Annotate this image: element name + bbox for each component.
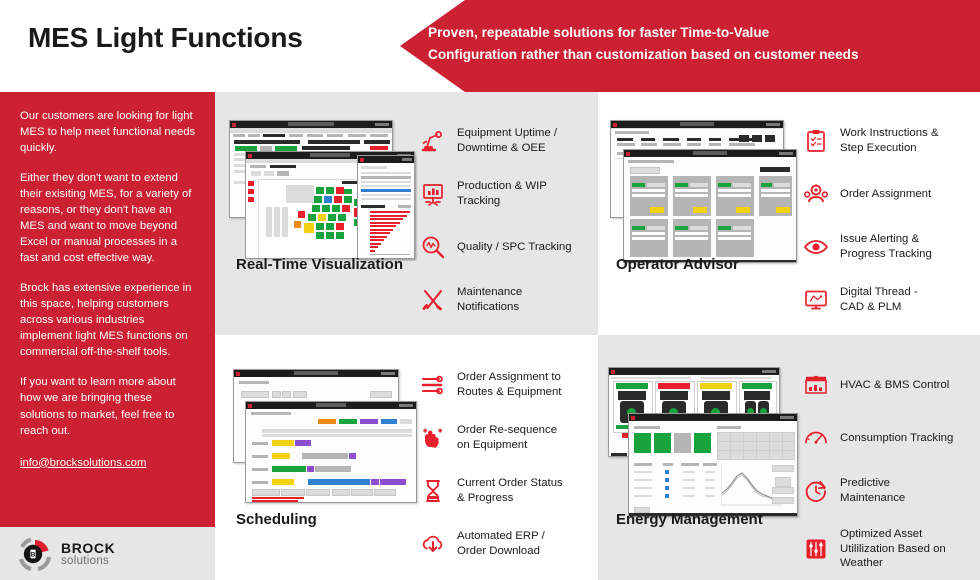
feature-item: Digital Thread - CAD & PLM [803,283,980,317]
feature-label: HVAC & BMS Control [840,378,950,391]
feature-item: Order Re-sequence on Equipment [420,421,598,455]
feature-label: Maintenance Notifications [457,286,523,313]
page-header: MES Light Functions Proven, repeatable s… [0,0,980,92]
robot-arm-icon [420,128,446,154]
quadrant-title-real-time-visualization: Real-Time Visualization [236,256,403,273]
screenshot-scheduling-gantt [245,401,417,503]
feature-list-real-time-visualization: Equipment Uptime / Downtime & OEE Produc… [420,124,598,317]
person-gear-icon [803,181,829,207]
feature-label: Predictive Maintenance [840,477,906,504]
feature-item: Optimized Asset Utililization Based on W… [803,527,980,571]
feature-label: Current Order Status & Progress [457,477,563,504]
feature-item: Consumption Tracking [803,421,980,455]
clock-arrow-icon [803,478,829,504]
logo-name-top: BROCK [61,539,116,556]
feature-label: Automated ERP / Order Download [457,530,545,557]
quadrant-title-operator-advisor: Operator Advisor [616,256,739,273]
header-red-banner [400,0,980,92]
hourglass-icon [420,478,446,504]
quadrant-title-energy-management: Energy Management [616,511,763,528]
sidebar: Our customers are looking for light MES … [0,92,215,527]
feature-label: Order Re-sequence on Equipment [457,424,558,451]
feature-item: Equipment Uptime / Downtime & OEE [420,124,598,158]
magnifier-waveform-icon [420,234,446,260]
feature-item: Quality / SPC Tracking [420,230,598,264]
sidebar-paragraph-3: Brock has extensive experience in this s… [20,282,192,359]
cloud-download-icon [420,531,446,557]
screenshot-machine-status-dashboard [623,149,797,263]
feature-item: Predictive Maintenance [803,474,980,508]
brock-logo-mark-icon: B [18,537,52,572]
feature-item: Issue Alerting & Progress Tracking [803,230,980,264]
brock-solutions-logo: B BROCK solutions [18,537,116,572]
clipboard-checklist-icon [803,128,829,154]
equalizer-icon [803,536,829,562]
feature-item: Automated ERP / Order Download [420,527,598,561]
header-tagline-line1: Proven, repeatable solutions for faster … [428,25,770,40]
monitor-cad-icon [803,287,829,313]
feature-label: Digital Thread - CAD & PLM [840,286,918,313]
feature-item: Current Order Status & Progress [420,474,598,508]
feature-item: Production & WIP Tracking [420,177,598,211]
feature-label: Production & WIP Tracking [457,180,547,207]
screenshot-pareto-chart [357,155,415,259]
quadrant-scheduling: Scheduling Order Assignment to Routes & … [215,335,598,580]
feature-label: Work Instructions & Step Execution [840,127,939,154]
gauge-icon [803,425,829,451]
header-tagline-line2: Configuration rather than customization … [428,47,859,63]
logo-name-bottom: solutions [61,554,110,567]
feature-item: Work Instructions & Step Execution [803,124,980,158]
feature-label: Consumption Tracking [840,431,954,444]
feature-list-energy-management: HVAC & BMS Control Consumption Tracking [803,368,980,571]
quadrant-energy-management: Energy Management HVAC & BMS Control [598,335,980,580]
logo-letter: B [31,551,36,558]
feature-label: Optimized Asset Utililization Based on W… [840,528,946,570]
sidebar-paragraph-4: If you want to learn more about how we a… [20,376,176,437]
logo-band: B BROCK solutions [0,527,215,580]
contact-email-link[interactable]: info@brocksolutions.com [20,456,147,469]
feature-list-scheduling: Order Assignment to Routes & Equipment O… [420,368,598,561]
feature-label: Quality / SPC Tracking [457,240,572,253]
feature-label: Issue Alerting & Progress Tracking [840,233,932,260]
wrench-screwdriver-icon [420,287,446,313]
eye-icon [803,234,829,260]
feature-list-operator-advisor: Work Instructions & Step Execution [803,124,980,317]
feature-label: Equipment Uptime / Downtime & OEE [457,127,558,154]
feature-label: Order Assignment [840,187,932,200]
drag-hand-icon [420,425,446,451]
quadrant-operator-advisor: Operator Advisor Work Instructions & Ste [598,92,980,335]
quadrant-real-time-visualization: Real-Time Visualization Equipment Uptime… [215,92,598,335]
sidebar-paragraph-2: Either they don't want to extend their e… [20,172,192,265]
feature-item: Maintenance Notifications [420,283,598,317]
feature-item: Order Assignment to Routes & Equipment [420,368,598,402]
chart-easel-icon [420,181,446,207]
screenshot-energy-dashboard [628,413,798,517]
page-title: MES Light Functions [28,22,303,53]
sidebar-paragraph-1: Our customers are looking for light MES … [20,110,196,155]
feature-item: HVAC & BMS Control [803,368,980,402]
feature-item: Order Assignment [803,177,980,211]
feature-label: Order Assignment to Routes & Equipment [457,371,562,398]
sliders-icon [420,372,446,398]
quadrant-title-scheduling: Scheduling [236,511,317,528]
factory-icon [803,372,829,398]
header-tagline: Proven, repeatable solutions for faster … [428,22,958,66]
